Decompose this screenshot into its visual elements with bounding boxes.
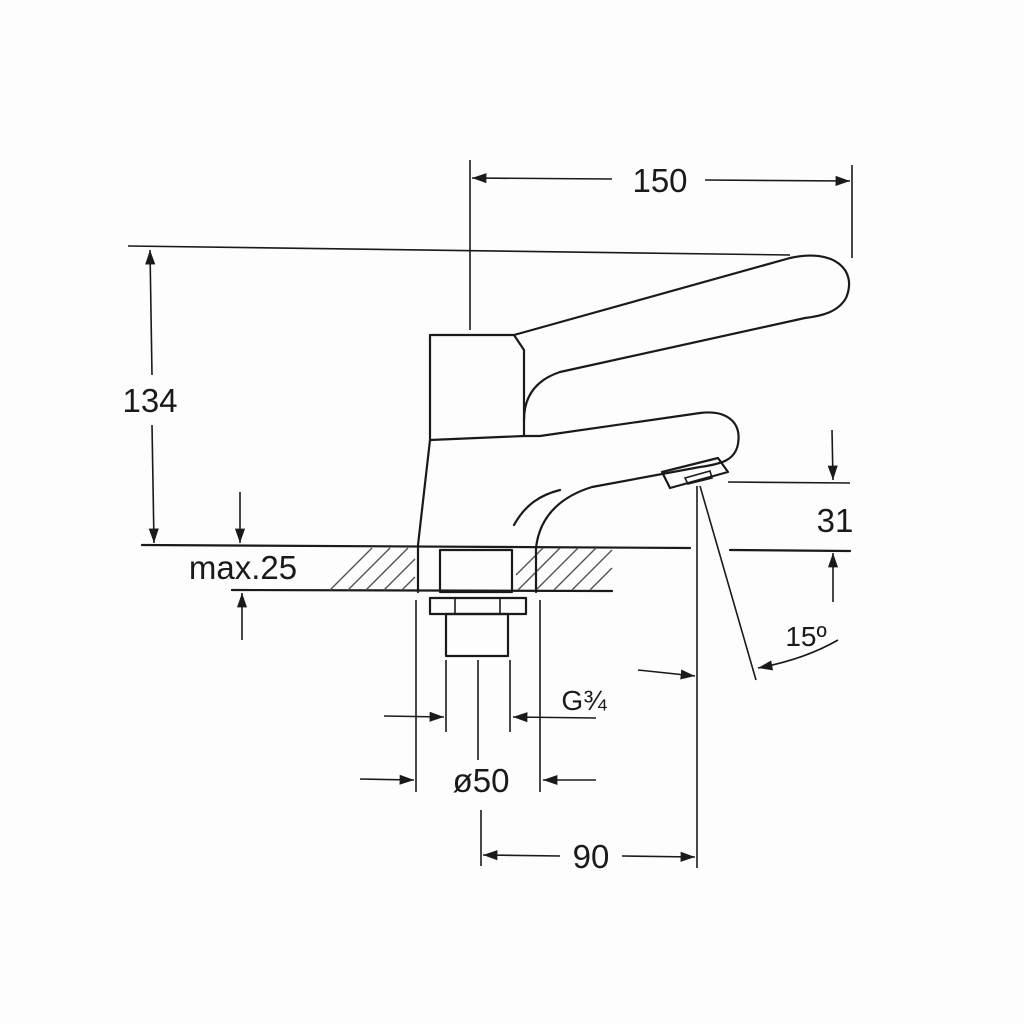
spout-angle-label: 15º xyxy=(785,621,826,652)
mounting-max-label: max.25 xyxy=(189,549,297,586)
dim-base-diameter: ø50 xyxy=(359,600,596,799)
dim-thread: G¾ xyxy=(383,660,607,732)
dim-spout-height: 31 xyxy=(727,429,854,602)
dim-spout-angle: 15º xyxy=(637,485,839,868)
dim-height: 134 xyxy=(122,245,791,544)
spout-height-label: 31 xyxy=(817,502,854,539)
dim-width: 150 xyxy=(469,160,853,330)
countertop-hatching-right xyxy=(515,547,613,591)
spout-reach-label: 90 xyxy=(573,838,610,875)
base-diameter-label: ø50 xyxy=(453,762,510,799)
mounting-shank xyxy=(416,546,538,658)
countertop xyxy=(140,543,852,593)
dim-mounting-thickness: max.25 xyxy=(189,492,297,640)
width-label: 150 xyxy=(632,162,687,199)
thread-label: G¾ xyxy=(561,685,607,716)
height-label: 134 xyxy=(122,382,177,419)
dim-spout-reach: 90 xyxy=(477,660,696,875)
faucet-body xyxy=(416,254,851,550)
countertop-hatching-left xyxy=(329,547,416,591)
